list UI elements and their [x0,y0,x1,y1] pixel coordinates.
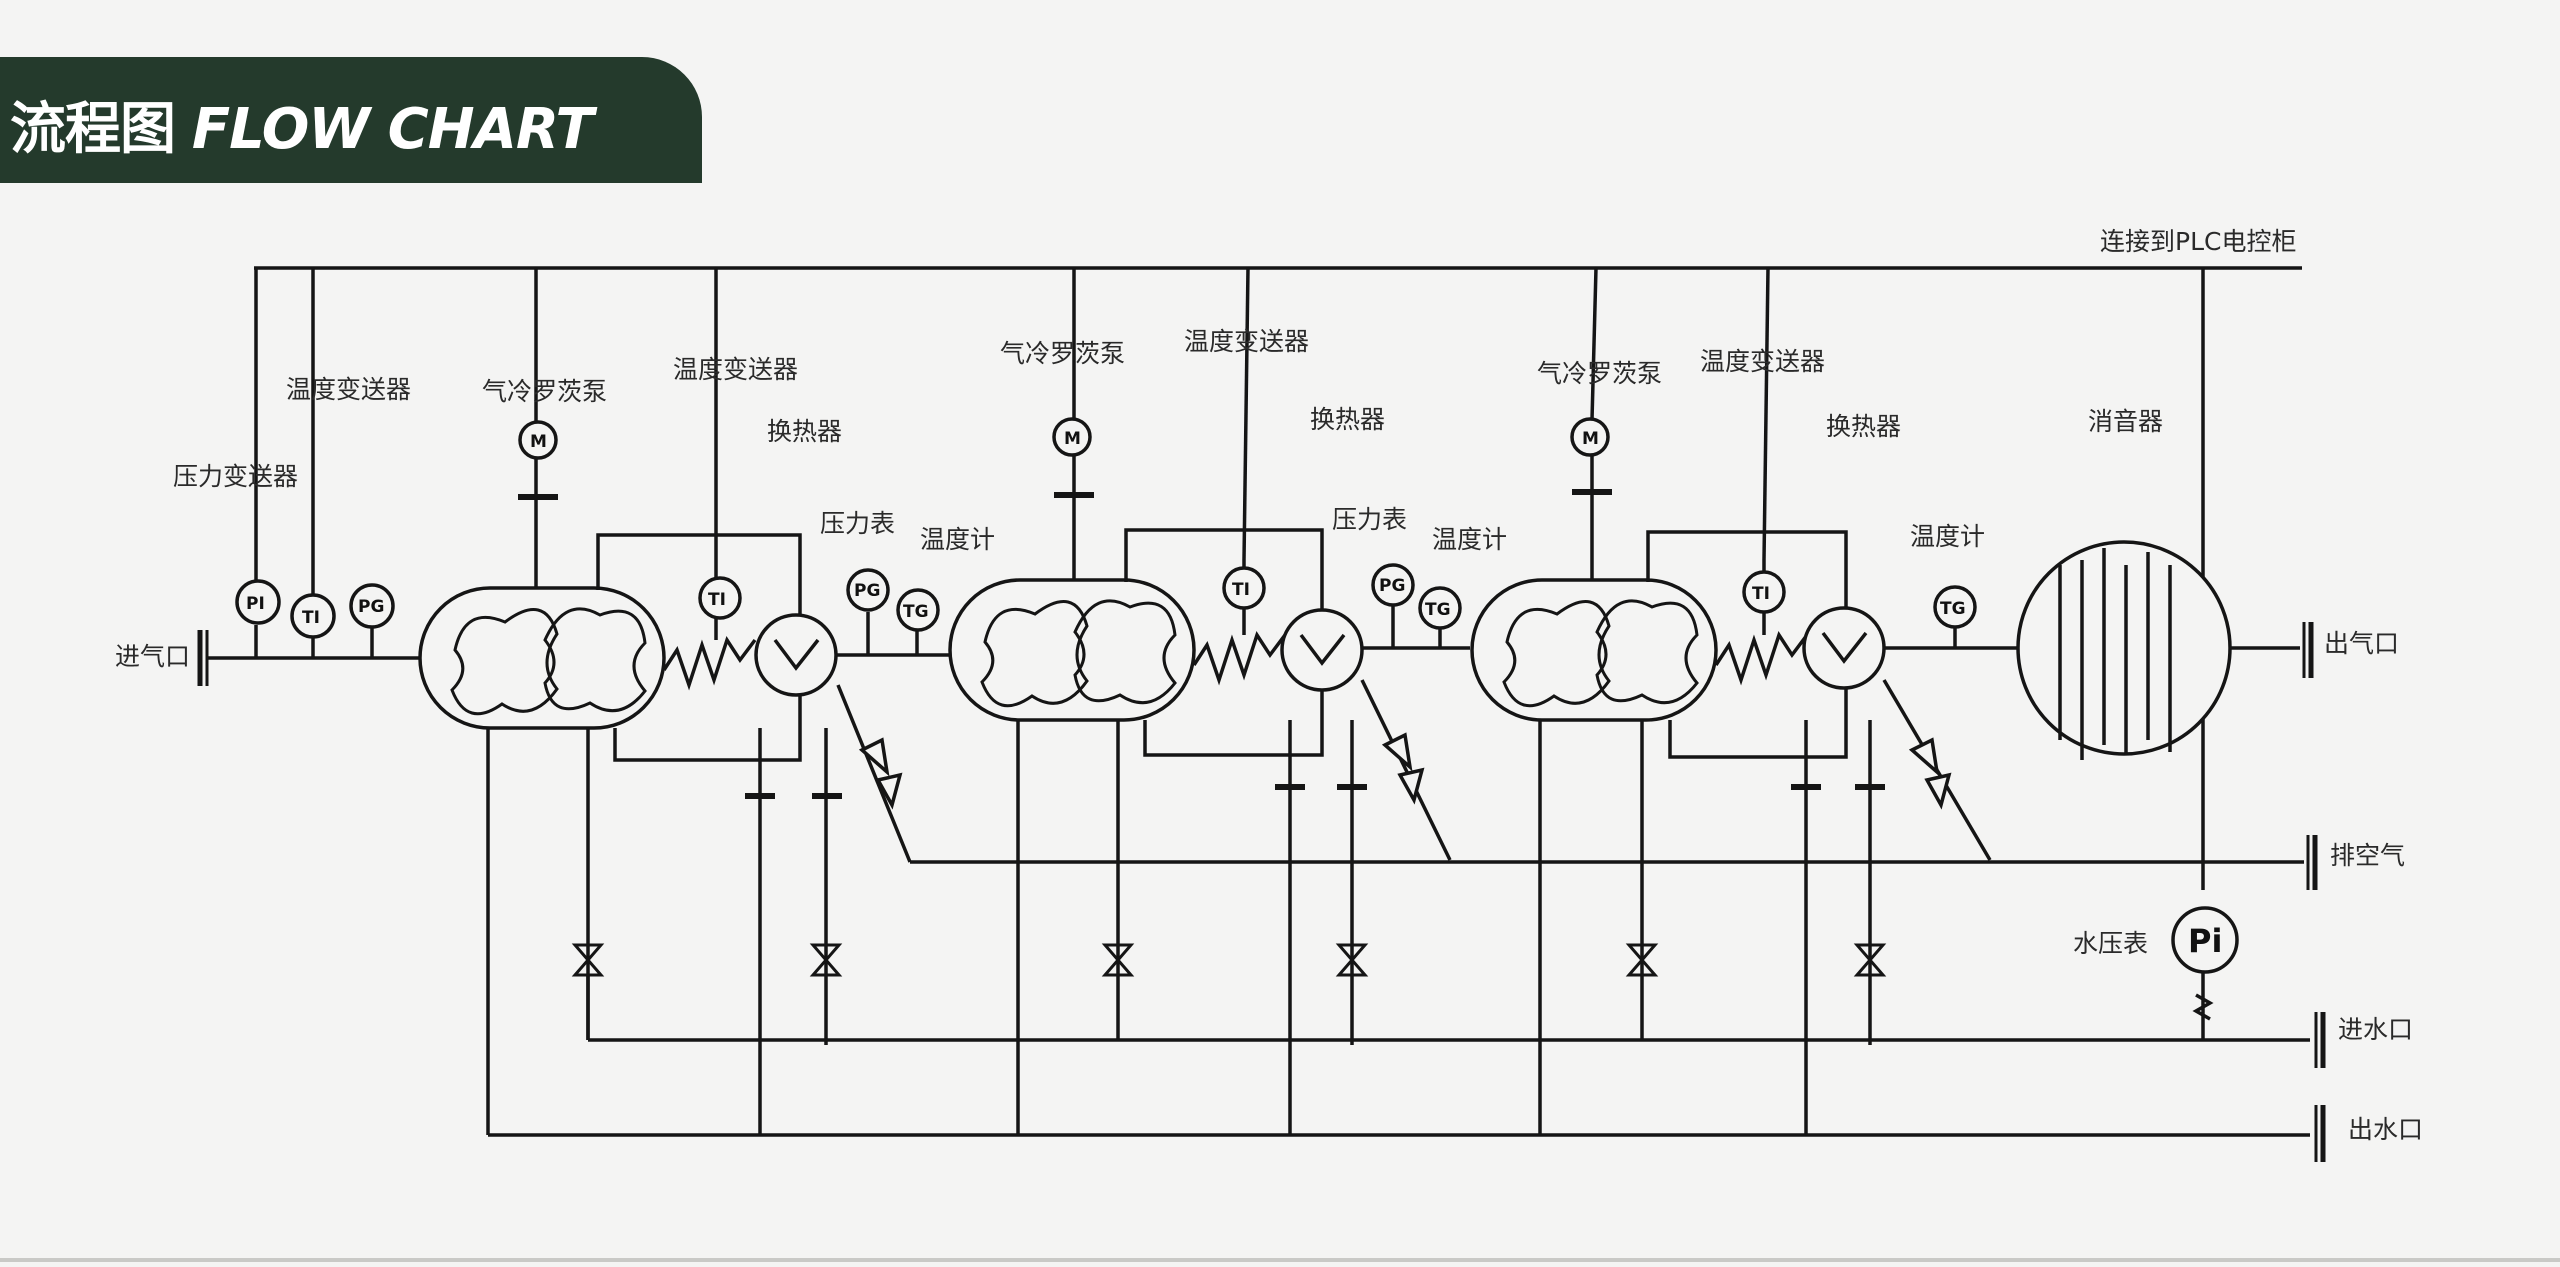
inlet-pg-instrument: PG [349,583,395,658]
stage-3-coil [1714,630,1809,686]
water-in-label: 进水口 [2338,1015,2413,1044]
stage-3-roots-pump [1470,578,1718,722]
outlet-flange [2302,622,2314,678]
stage-2-tg: TG [1418,586,1462,648]
stage-3-tg: TG [1933,585,1977,648]
stage-1-ti: TI [698,575,742,640]
stage-2-roots-pump [948,578,1196,722]
stage-2-exhaust-valve [1381,732,1425,805]
stage-3-exhaust-valve [1908,737,1952,810]
silencer: 消音器 [2016,407,2300,760]
water-out-flange [2314,1105,2326,1162]
inlet-air-label: 进气口 [115,642,190,671]
stage-2-coil [1192,630,1287,686]
ti-label: TI [1752,584,1770,604]
stage-2-pressure-gauge-label: 压力表 [1332,505,1407,534]
outlet-air-label: 出气口 [2324,629,2399,658]
plc-cabinet-label: 连接到PLC电控柜 [2100,227,2296,256]
stage-2-pg: PG [1371,563,1415,648]
inlet-pi-instrument: PI [235,579,281,658]
motor-label: M [1582,429,1599,449]
pg-label: PG [358,597,384,617]
motor-label: M [1064,429,1081,449]
tg-label: TG [903,602,929,622]
stage-1-rotors [450,607,647,716]
stage-3-pump-label: 气冷罗茨泵 [1537,359,1662,388]
stage-2-heat-exchanger-label: 换热器 [1310,405,1385,434]
stage-2-temp-transmitter-label: 温度变送器 [1184,327,1309,356]
water-out-label: 出水口 [2348,1115,2423,1144]
inlet-flange [197,630,209,686]
ti-label: TI [708,590,726,610]
inlet-ti-instrument: TI [290,593,336,658]
stage-3: 气冷罗茨泵 温度变送器 换热器 温度计 M TI [1470,347,2020,1135]
pg-label: PG [1379,576,1405,596]
stage-1-coil [662,635,757,691]
stage-1-heat-exchanger [754,613,838,697]
inlet-pressure-transmitter-label: 压力变送器 [173,462,298,491]
exhaust-label: 排空气 [2330,841,2405,870]
stage-3-heat-exchanger [1802,606,1886,690]
water-pressure-gauge: 水压表 Pi [2073,906,2239,1040]
ti-label: TI [1232,580,1250,600]
water-in-flange [2314,1012,2326,1068]
header-band [0,57,702,183]
tg-label: TG [1425,600,1451,620]
stage-3-heat-exchanger-label: 换热器 [1826,412,1901,441]
exhaust-flange [2306,835,2318,890]
page-title: 流程图 FLOW CHART [10,84,594,165]
stage-2-thermometer-label: 温度计 [1432,525,1507,554]
stage-1-pg: PG [846,568,890,655]
stage-1: 气冷罗茨泵 温度变送器 换热器 压力表 温度计 M [418,355,995,1135]
stage-2-motor [1052,417,1092,457]
stage-1-tg: TG [896,588,940,655]
signal-lines [254,267,2205,890]
motor-label: M [530,432,547,452]
water-pressure-gauge-label: 水压表 [2073,929,2148,958]
water-valves [571,943,1887,977]
stage-3-thermometer-label: 温度计 [1910,522,1985,551]
stage-1-pump-label: 气冷罗茨泵 [482,377,607,406]
stage-1-roots-pump [418,586,666,730]
stage-1-temp-transmitter-label: 温度变送器 [673,355,798,384]
silencer-label: 消音器 [2088,407,2163,436]
stage-3-ti: TI [1742,560,1786,635]
page-title-en: FLOW CHART [191,97,594,162]
stage-3-motor [1570,417,1610,457]
inlet-temp-transmitter-label: 温度变送器 [286,375,411,404]
pi-label: PI [246,594,265,614]
stage-1-exhaust-valve [858,737,903,810]
bottom-rule [0,1258,2560,1262]
stage-2: 气冷罗茨泵 温度变送器 换热器 压力表 温度计 M TI [948,327,1507,1135]
stage-1-motor [518,420,558,460]
stage-3-temp-transmitter-label: 温度变送器 [1700,347,1825,376]
stage-1-heat-exchanger-label: 换热器 [767,417,842,446]
pg-label: PG [854,581,880,601]
stage-3-rotors [1502,599,1699,708]
water-pi-label: Pi [2188,922,2222,960]
tg-label: TG [1940,599,1966,619]
ti-label: TI [302,608,320,628]
page-title-zh: 流程图 [10,97,176,162]
stage-2-rotors [980,599,1177,708]
stage-2-heat-exchanger [1280,608,1364,692]
stage-2-pump-label: 气冷罗茨泵 [1000,339,1125,368]
stage-2-ti: TI [1222,560,1266,635]
stage-1-pressure-gauge-label: 压力表 [820,509,895,538]
stage-1-thermometer-label: 温度计 [920,525,995,554]
